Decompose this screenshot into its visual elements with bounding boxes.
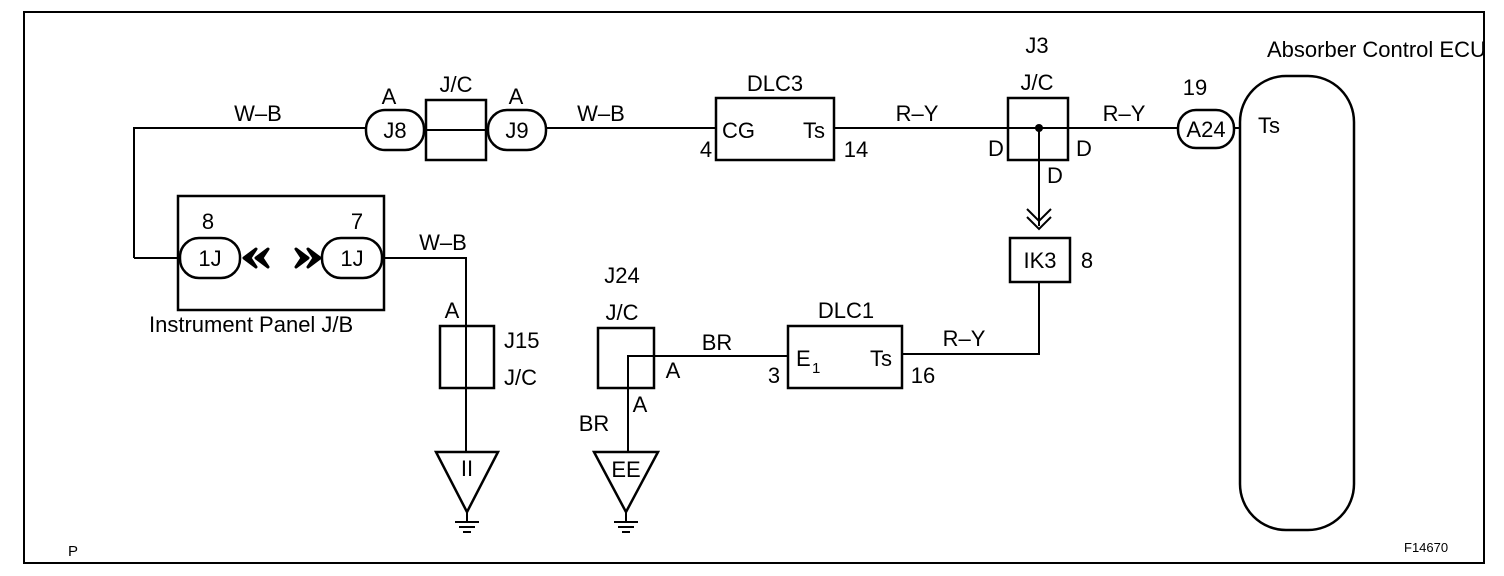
corner-label: P (68, 543, 78, 560)
dlc3-pin-14: 14 (844, 137, 868, 162)
dlc1-terminal-e-subscript: 1 (812, 360, 820, 377)
j15-title: J15 (504, 328, 539, 353)
wire-wb-left-loop (133, 127, 368, 258)
connector-1j-right-pin: 7 (351, 209, 363, 234)
dlc3-pin-4: 4 (700, 137, 712, 162)
dlc1-pin-16: 16 (911, 363, 935, 388)
ecu-pin-number: 19 (1183, 75, 1207, 100)
connector-1j-right (320, 236, 384, 280)
j15-type-label: J/C (504, 365, 537, 390)
ik3-label: IK3 (1023, 248, 1056, 273)
j3-pin-left: D (988, 136, 1004, 161)
dlc3: DLC3 CG Ts 4 14 (700, 71, 868, 162)
figure-id: F14670 (1404, 540, 1448, 555)
junction-connector-j15: A J15 J/C (438, 298, 539, 390)
jc-type-label: J/C (440, 72, 473, 97)
dlc1-pin-3: 3 (768, 363, 780, 388)
ik3-box (1008, 236, 1072, 284)
ik3-pin: 8 (1081, 248, 1093, 273)
ecu-body (1238, 74, 1356, 532)
diagram-frame (23, 11, 1485, 564)
j24-type-label: J/C (606, 300, 639, 325)
ecu-title: Absorber Control ECU (1267, 37, 1486, 62)
dlc3-box (714, 96, 836, 162)
ground-ii-triangle (433, 450, 501, 515)
wire-ry-ik3-dlc1 (902, 282, 1040, 355)
j24-pin-bottom: A (633, 392, 648, 417)
wire-label: W–B (577, 101, 625, 126)
connector-a24-label: A24 (1186, 117, 1225, 142)
dlc3-terminal-ts: Ts (803, 118, 825, 143)
ecu-terminal-label: Ts (1258, 113, 1280, 138)
dlc3-title: DLC3 (747, 71, 803, 96)
wire-label: R–Y (896, 101, 939, 126)
chevron-right-icon (294, 247, 310, 269)
jb-title: Instrument Panel J/B (149, 312, 353, 337)
chevron-down-icon (1026, 216, 1052, 231)
j24-pin-right: A (666, 358, 681, 383)
ground-ii-label: II (461, 456, 473, 481)
connector-a24 (1176, 108, 1236, 150)
j3-pin-right: D (1076, 136, 1092, 161)
wire-label: W–B (419, 230, 467, 255)
ground-ee: EE (591, 450, 661, 533)
chevron-right-icon (306, 247, 322, 269)
connector-j8-pin: A (382, 84, 397, 109)
connector-1j-right-label: 1J (340, 246, 363, 271)
dlc1-box (786, 324, 904, 390)
connector-ik3: IK3 8 (1008, 236, 1093, 284)
dlc1-terminal-e: E (796, 346, 811, 371)
dlc1-terminal-ts: Ts (870, 346, 892, 371)
ground-ee-label: EE (611, 457, 640, 482)
j3-type-label: J/C (1021, 70, 1054, 95)
connector-1j-left-pin: 8 (202, 209, 214, 234)
j15-pin: A (445, 298, 460, 323)
connector-1j-left-label: 1J (198, 246, 221, 271)
dlc1-title: DLC1 (818, 298, 874, 323)
connector-j9 (486, 108, 548, 152)
j3-title: J3 (1025, 33, 1048, 58)
connector-j9-pin: A (509, 84, 524, 109)
dlc1: DLC1 E 1 Ts 3 16 (768, 298, 935, 390)
chevron-down-icon (1026, 208, 1052, 223)
junction-connector-j8-j9: J/C J8 A J9 A (364, 72, 548, 162)
connector-j9-label: J9 (505, 118, 528, 143)
absorber-control-ecu: Absorber Control ECU Ts 19 A24 (1176, 37, 1486, 532)
j3-pin-bottom: D (1047, 163, 1063, 188)
wire-label: R–Y (1103, 101, 1146, 126)
instrument-panel-jb: 1J 8 1J 7 Instrument Panel J/B (134, 194, 386, 337)
wire-label: R–Y (943, 326, 986, 351)
dlc3-terminal-cg: CG (722, 118, 755, 143)
j3-junction-dot (1035, 124, 1043, 132)
junction-connector-j24: J24 J/C A A (596, 263, 681, 417)
wire-label: BR (702, 330, 733, 355)
ground-ii: II (433, 450, 501, 533)
connector-j8 (364, 108, 426, 152)
wire-labels: W–B W–B R–Y R–Y W–B BR BR R–Y (234, 101, 1146, 436)
junction-connector-j3: J3 J/C D D D (988, 33, 1092, 231)
wire-wb-jb-j15 (378, 257, 467, 326)
ground-ee-triangle (591, 450, 661, 515)
j24-box (596, 326, 656, 390)
connector-1j-left (178, 236, 242, 280)
chevron-left-icon (254, 247, 270, 269)
wire-label: W–B (234, 101, 282, 126)
connector-j8-label: J8 (383, 118, 406, 143)
chevron-left-icon (242, 247, 258, 269)
j24-title: J24 (604, 263, 639, 288)
wire-label: BR (579, 411, 610, 436)
